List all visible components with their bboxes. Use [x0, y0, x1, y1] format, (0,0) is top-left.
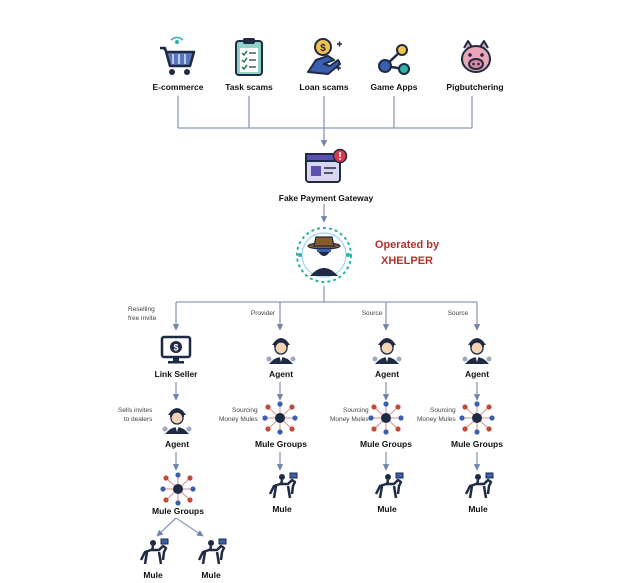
loan-hand-coin-icon: $ — [307, 38, 342, 75]
mule-icon — [464, 472, 494, 499]
clipboard-icon — [235, 38, 263, 76]
source-label-game-apps: Game Apps — [370, 82, 418, 92]
mule-icon — [197, 538, 227, 565]
agent-icon — [372, 338, 402, 364]
hacker-icon — [296, 227, 352, 283]
sourcing-label: Sourcing Money Mules — [219, 407, 258, 423]
link-seller-label: Link Seller — [154, 369, 198, 379]
mule-network-icon — [160, 472, 196, 506]
mule-icon — [374, 472, 404, 499]
source-branch-label: Source — [447, 310, 469, 317]
operator-line1: Operated by — [374, 239, 440, 251]
mule-icon — [139, 538, 169, 565]
game-apps-molecule-icon — [378, 44, 410, 75]
operator-label: Operated by XHELPER — [360, 237, 454, 269]
mule-groups-label: Mule Groups — [255, 439, 307, 449]
agent-label: Agent — [268, 369, 294, 379]
mule-label: Mule — [143, 570, 163, 580]
agent-label: Agent — [374, 369, 400, 379]
mule-label: Mule — [272, 504, 292, 514]
mule-network-icon — [459, 401, 495, 435]
agent-icon — [162, 408, 192, 434]
monitor-dollar-icon: $ — [160, 335, 192, 364]
source-label-ecommerce: E-commerce — [152, 82, 204, 92]
agent-icon — [266, 338, 296, 364]
payment-gateway-icon — [305, 148, 348, 183]
mule-groups-label: Mule Groups — [451, 439, 503, 449]
mule-label: Mule — [201, 570, 221, 580]
mule-groups-label: Mule Groups — [360, 439, 412, 449]
mule-label: Mule — [468, 504, 488, 514]
provider-label: Provider — [250, 310, 276, 317]
mule-icon — [268, 472, 298, 499]
svg-text:$: $ — [173, 343, 178, 353]
operator-line2: XHELPER — [381, 255, 433, 267]
shopping-cart-icon — [160, 36, 196, 75]
sourcing-label: Sourcing Money Mules — [417, 407, 456, 423]
mule-groups-label: Mule Groups — [152, 506, 204, 516]
source-label-pigbutchering: Pigbutchering — [446, 82, 504, 92]
agent-icon — [462, 338, 492, 364]
source-label-task-scams: Task scams — [225, 82, 273, 92]
pig-icon — [461, 40, 491, 73]
mule-label: Mule — [377, 504, 397, 514]
agent-label: Agent — [164, 439, 190, 449]
source-label-loan-scams: Loan scams — [299, 82, 349, 92]
mule-network-icon — [368, 401, 404, 435]
sourcing-label: Sourcing Money Mules — [330, 407, 369, 423]
mule-network-icon — [262, 401, 298, 435]
sells-invites-label: Sells invites to dealers — [118, 407, 153, 423]
source-branch-label: Source — [361, 310, 383, 317]
gateway-label: Fake Payment Gateway — [278, 193, 374, 203]
svg-text:$: $ — [320, 43, 326, 54]
agent-label: Agent — [464, 369, 490, 379]
reselling-label: Reselling free invite — [128, 306, 157, 322]
